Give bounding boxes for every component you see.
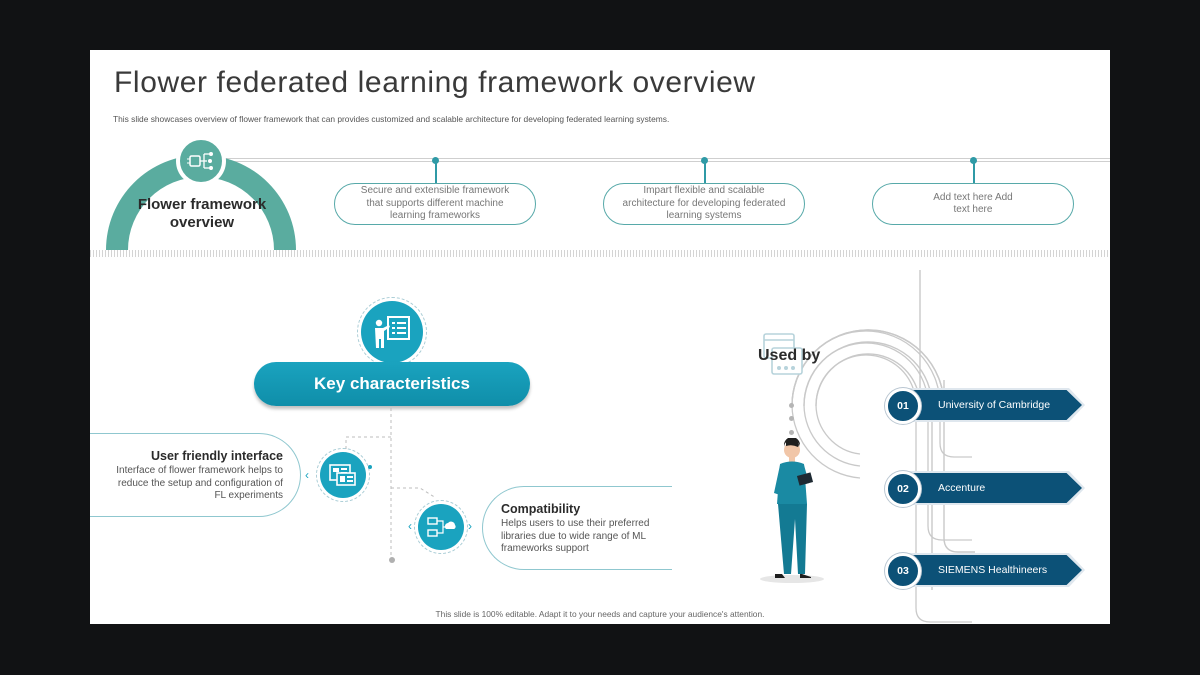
feature-card-user-friendly (90, 433, 301, 517)
feature-user-friendly: User friendly interface Interface of flo… (104, 449, 283, 503)
timeline-dot-2 (701, 157, 708, 164)
used-by-item-3: SIEMENS Healthineers (910, 555, 1082, 585)
presenter-board-icon (361, 301, 423, 363)
used-by-name: University of Cambridge (938, 399, 1051, 411)
used-by-name: Accenture (938, 482, 986, 494)
timeline-box-1: Secure and extensible framework that sup… (334, 183, 536, 225)
used-by-number-3: 03 (885, 553, 921, 589)
used-by-label: Used by (758, 347, 821, 364)
page-title: Flower federated learning framework over… (114, 66, 756, 99)
timeline-dot-1 (432, 157, 439, 164)
feature-dot-1 (368, 465, 372, 469)
timeline-stem-2 (703, 163, 706, 183)
feature-title: Compatibility (501, 502, 581, 516)
section-divider (90, 250, 1110, 257)
feature-description: Helps users to use their preferred libra… (501, 518, 650, 554)
header-arch (106, 155, 296, 250)
timeline-stem-3 (972, 163, 975, 183)
used-by-number-1: 01 (885, 388, 921, 424)
feature-compatibility: Compatibility Helps users to use their p… (501, 502, 671, 556)
feature-card-compatibility (482, 486, 672, 570)
connected-devices-icon (418, 504, 464, 550)
timeline-stem-1 (434, 163, 437, 183)
number-label: 03 (897, 565, 909, 577)
network-chip-icon (176, 136, 226, 186)
slide: Flower federated learning framework over… (90, 50, 1110, 624)
used-by-item-2: Accenture (910, 473, 1082, 503)
timeline-box-2-text: Impart flexible and scalable architectur… (622, 185, 786, 222)
key-characteristics-banner: Key characteristics (254, 362, 530, 406)
arch-title: Flower framework overview (137, 196, 267, 231)
chevron-left-icon: ‹ (408, 519, 412, 533)
timeline-box-3-text: Add text here Add text here (933, 191, 1013, 216)
used-by-item-1: University of Cambridge (910, 390, 1082, 420)
key-characteristics-title: Key characteristics (314, 374, 470, 393)
page-subtitle: This slide showcases overview of flower … (113, 114, 670, 124)
connector-dot (789, 416, 794, 421)
feature-icon-ring-1 (316, 448, 370, 502)
number-label: 01 (897, 400, 909, 412)
used-by-number-2: 02 (885, 471, 921, 507)
timeline-box-2: Impart flexible and scalable architectur… (603, 183, 805, 225)
browser-window-icon (763, 333, 803, 375)
connector-dot (789, 430, 794, 435)
connector-dot (789, 403, 794, 408)
interface-windows-icon (320, 452, 366, 498)
feature-title: User friendly interface (151, 449, 283, 463)
feature-icon-ring-2 (414, 500, 468, 554)
person-with-tablet-icon (760, 438, 824, 583)
chevron-right-icon: › (468, 519, 472, 533)
feature-description: Interface of flower framework helps to r… (116, 465, 283, 501)
number-label: 02 (897, 483, 909, 495)
used-by-name: SIEMENS Healthineers (938, 564, 1048, 576)
timeline-dot-3 (970, 157, 977, 164)
footer-note: This slide is 100% editable. Adapt it to… (435, 609, 765, 619)
timeline-line (220, 158, 1110, 162)
timeline-box-1-text: Secure and extensible framework that sup… (360, 185, 510, 222)
timeline-box-3: Add text here Add text here (872, 183, 1074, 225)
chevron-left-icon: ‹ (305, 468, 309, 482)
